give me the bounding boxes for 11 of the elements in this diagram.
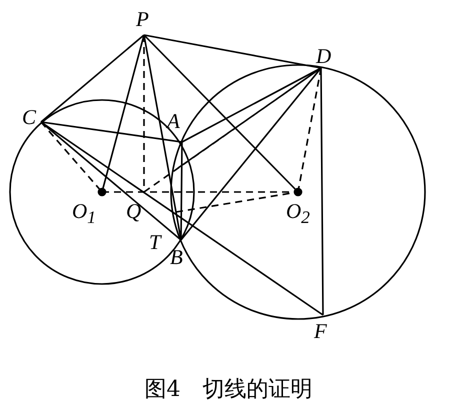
point-label: P bbox=[136, 8, 149, 30]
point-label: B bbox=[170, 246, 183, 268]
figure-caption: 图4 切线的证明 bbox=[144, 377, 314, 403]
point-label: Q bbox=[126, 200, 142, 222]
point-label: F bbox=[314, 320, 327, 342]
point-label: O$_{1}$ bbox=[72, 200, 96, 228]
point-label: C bbox=[22, 106, 36, 128]
point-label: T bbox=[149, 231, 161, 253]
point-label: A bbox=[167, 110, 180, 132]
point-label: D bbox=[316, 45, 332, 67]
point-label: O$_{2}$ bbox=[286, 200, 310, 228]
